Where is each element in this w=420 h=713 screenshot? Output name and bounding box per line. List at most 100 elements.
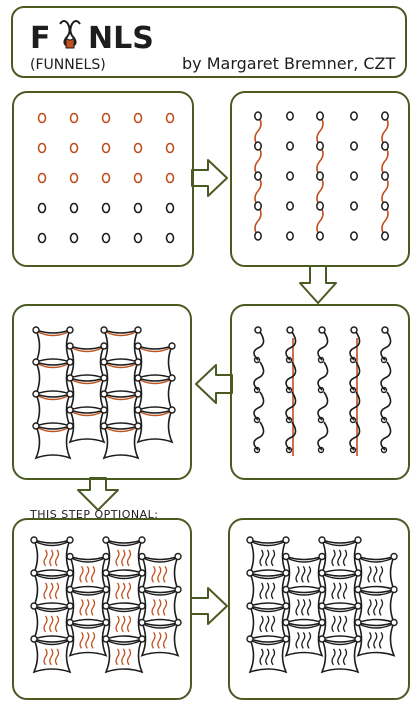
funnel-cell	[140, 621, 180, 657]
funnel-shade-stroke	[79, 566, 84, 583]
corner-curl	[134, 422, 142, 430]
corner-curl	[134, 390, 142, 398]
grid-dot	[381, 171, 389, 181]
funnel-shade-stroke	[367, 599, 372, 616]
grid-dot	[37, 142, 47, 154]
funnel-shade-stroke	[85, 632, 90, 649]
funnel-cell	[284, 621, 324, 657]
corner-curl	[66, 342, 74, 350]
corner-curl	[134, 358, 142, 366]
hook-curve	[349, 361, 361, 391]
funnel-shade-stroke	[43, 582, 48, 600]
grid-dot	[254, 201, 262, 211]
hook-curl	[253, 386, 261, 394]
grid-dot	[37, 172, 47, 184]
grid-dot	[165, 112, 175, 124]
funnel-top-arc	[107, 574, 141, 580]
corner-curl	[354, 536, 362, 544]
step-5-shaded-grid	[30, 536, 182, 674]
funnel-top-arc	[251, 640, 285, 646]
funnel-shade-stroke	[121, 648, 126, 666]
corner-curl	[282, 585, 290, 594]
corner-curl	[66, 602, 74, 610]
hook-curl	[349, 356, 357, 364]
grid-dot	[69, 232, 79, 244]
step-2-dots-waves	[254, 111, 389, 241]
hook-curl	[317, 386, 325, 394]
grid-dot	[316, 231, 324, 241]
corner-curl	[102, 552, 110, 561]
corner-curl	[30, 536, 38, 544]
hook-curve	[253, 331, 265, 361]
grid-dot	[101, 112, 111, 124]
grid-dot	[133, 232, 143, 244]
grid-dot	[133, 142, 143, 154]
hook-curve	[253, 361, 265, 391]
grid-dot	[316, 141, 324, 151]
funnel-shade-stroke	[295, 566, 300, 583]
funnel-shade-stroke	[54, 648, 60, 666]
hook-curl	[285, 386, 293, 394]
funnel-shade-stroke	[121, 549, 126, 567]
funnel-shade-stroke	[270, 615, 276, 633]
grid-dot	[165, 232, 175, 244]
grid-dot	[254, 111, 262, 121]
corner-curl	[102, 618, 110, 627]
funnel-top-arc	[139, 379, 171, 385]
byline: by Margaret Bremner, CZT	[182, 54, 396, 73]
funnel-shade-stroke	[306, 599, 312, 616]
funnel-shade-stroke	[85, 566, 90, 583]
funnel-top-arc	[287, 590, 321, 596]
corner-curl	[134, 406, 142, 414]
hook-curve	[285, 331, 297, 361]
hook-curl	[381, 326, 389, 334]
funnel-shade-stroke	[331, 615, 336, 633]
funnel-top-arc	[323, 640, 357, 646]
hook-curl	[285, 446, 293, 454]
funnel-shade-stroke	[337, 648, 342, 666]
grid-dot	[254, 171, 262, 181]
funnel-top-arc	[71, 623, 105, 629]
arrow-right-2	[190, 587, 228, 625]
hook-curve	[253, 391, 265, 421]
grid-dot	[350, 111, 358, 121]
funnel-shade-stroke	[90, 632, 96, 649]
arrow-right-1	[191, 159, 228, 197]
funnel-top-arc	[71, 557, 105, 563]
funnel-shade-stroke	[301, 599, 306, 616]
title-right: NLS	[88, 21, 154, 56]
grid-dot	[133, 202, 143, 214]
funnel-top-arc	[105, 427, 137, 433]
hook-curl	[317, 356, 325, 364]
corner-curl	[168, 374, 176, 382]
funnel-shade-stroke	[79, 599, 84, 616]
funnel-top-arc	[143, 557, 177, 563]
corner-curl	[134, 326, 142, 334]
hook-curl	[380, 356, 388, 364]
funnel-top-arc	[35, 607, 69, 613]
corner-curl	[66, 374, 74, 382]
corner-curl	[66, 358, 74, 366]
corner-curl	[318, 602, 326, 610]
corner-curl	[32, 326, 40, 334]
grid-dot	[350, 201, 358, 211]
funnel-shade-stroke	[342, 582, 348, 600]
funnel-shade-stroke	[373, 566, 378, 583]
corner-curl	[102, 536, 110, 544]
grid-dot	[133, 172, 143, 184]
corner-curl	[66, 390, 74, 398]
corner-curl	[246, 602, 254, 610]
funnel-shade-stroke	[162, 566, 168, 583]
corner-curl	[100, 342, 108, 350]
grid-dot	[316, 111, 324, 121]
corner-curl	[390, 585, 398, 594]
funnel-shade-stroke	[151, 599, 156, 616]
funnel-shade-stroke	[265, 549, 270, 567]
funnel-shade-stroke	[270, 648, 276, 666]
funnel-shade-stroke	[49, 615, 54, 633]
hook-curve	[380, 361, 392, 391]
funnel-shade-stroke	[259, 648, 264, 666]
grid-dot	[69, 172, 79, 184]
step-4-funnel-grid	[32, 326, 176, 460]
